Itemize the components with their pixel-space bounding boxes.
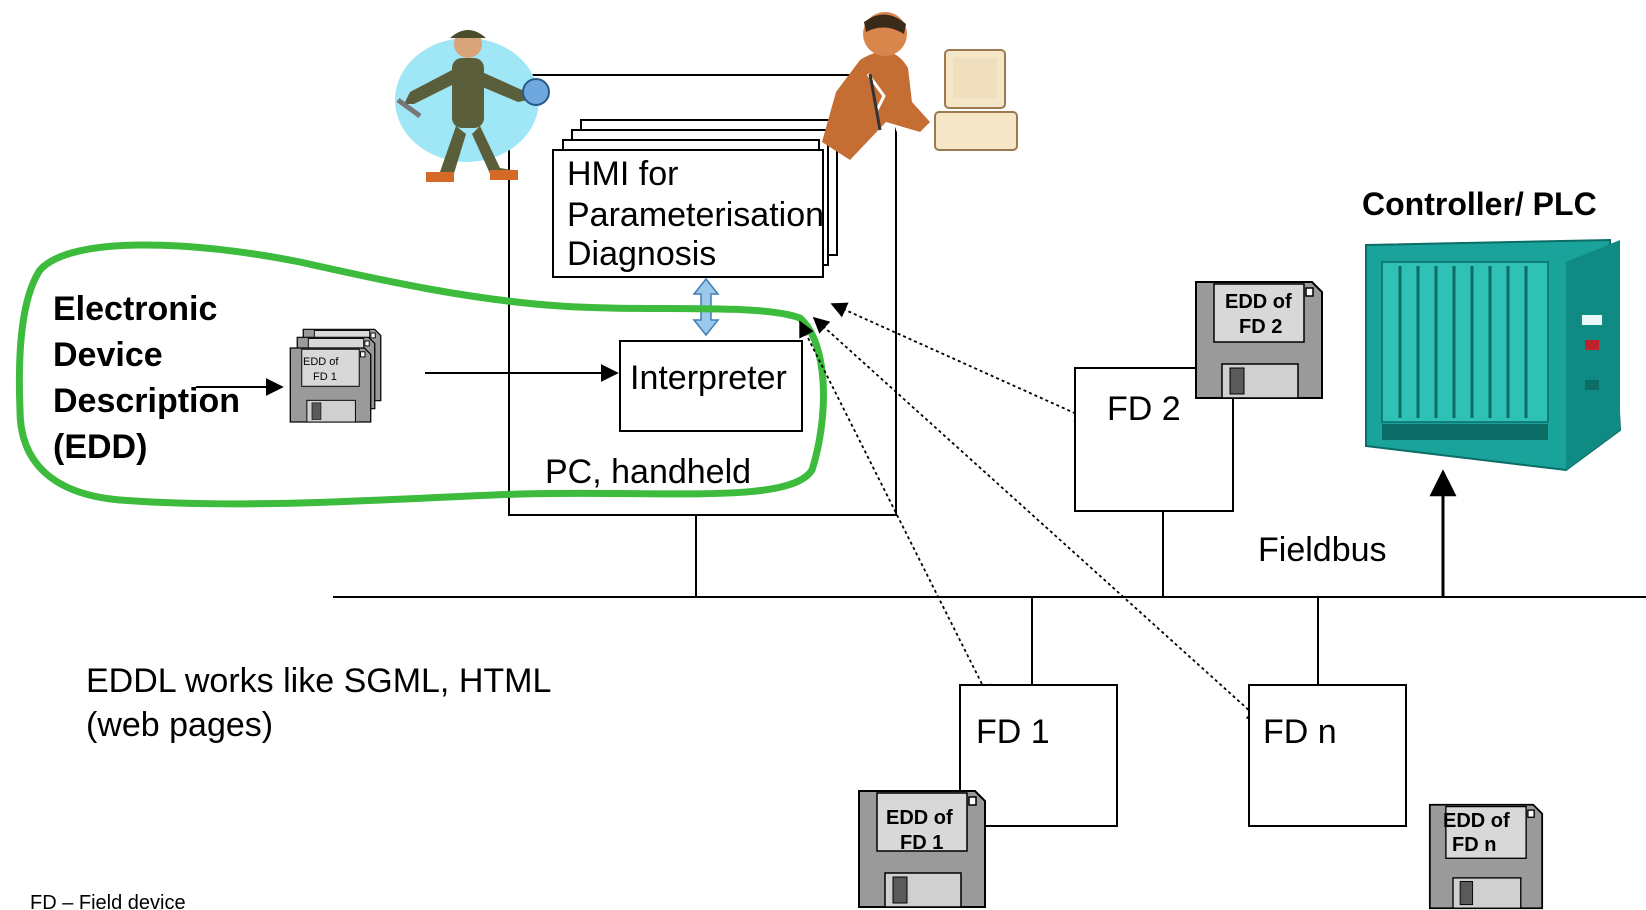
fdn-label: FD n bbox=[1263, 713, 1337, 751]
fieldbus-label: Fieldbus bbox=[1258, 531, 1387, 569]
edd-title-line-2: Device bbox=[53, 336, 163, 374]
hmi-line-1: HMI for bbox=[567, 155, 678, 193]
hmi-line-2: Parameterisation bbox=[567, 196, 824, 234]
interpreter-box bbox=[619, 340, 803, 432]
fd1-box bbox=[959, 684, 1118, 827]
edd-title-line-4: (EDD) bbox=[53, 428, 147, 466]
interpreter-label: Interpreter bbox=[630, 359, 787, 397]
fd1-disk-line-1: EDD of bbox=[886, 807, 953, 829]
edd-title-line-3: Description bbox=[53, 382, 240, 420]
pc-label: PC, handheld bbox=[545, 453, 751, 491]
fdn-disk-line-1: EDD of bbox=[1443, 810, 1510, 832]
edd-title-line-1: Electronic bbox=[53, 290, 217, 328]
note-line-1: EDDL works like SGML, HTML bbox=[86, 662, 551, 700]
plc-rack-image bbox=[1365, 238, 1622, 472]
controller-title: Controller/ PLC bbox=[1362, 186, 1597, 222]
fdn-disk-line-2: FD n bbox=[1452, 834, 1496, 856]
footnote: FD – Field device bbox=[30, 892, 186, 910]
fd1-disk-line-2: FD 1 bbox=[900, 832, 943, 854]
pc-box bbox=[508, 74, 897, 516]
fieldbus-line bbox=[333, 511, 1646, 685]
note-line-2: (web pages) bbox=[86, 706, 273, 744]
operator-at-computer-icon bbox=[822, 12, 1018, 170]
fd2-disk-line-2: FD 2 bbox=[1239, 316, 1282, 338]
fd2-disk-line-1: EDD of bbox=[1225, 291, 1292, 313]
edd-disk-line-2: FD 1 bbox=[313, 371, 337, 383]
technician-icon bbox=[395, 30, 550, 182]
hmi-window bbox=[552, 119, 838, 278]
communication-arrows bbox=[799, 302, 1264, 724]
hmi-line-3: Diagnosis bbox=[567, 235, 716, 273]
fd2-label: FD 2 bbox=[1107, 390, 1181, 428]
edd-disk-line-1: EDD of bbox=[303, 356, 339, 368]
fdn-box bbox=[1248, 684, 1407, 827]
fd1-label: FD 1 bbox=[976, 713, 1050, 751]
